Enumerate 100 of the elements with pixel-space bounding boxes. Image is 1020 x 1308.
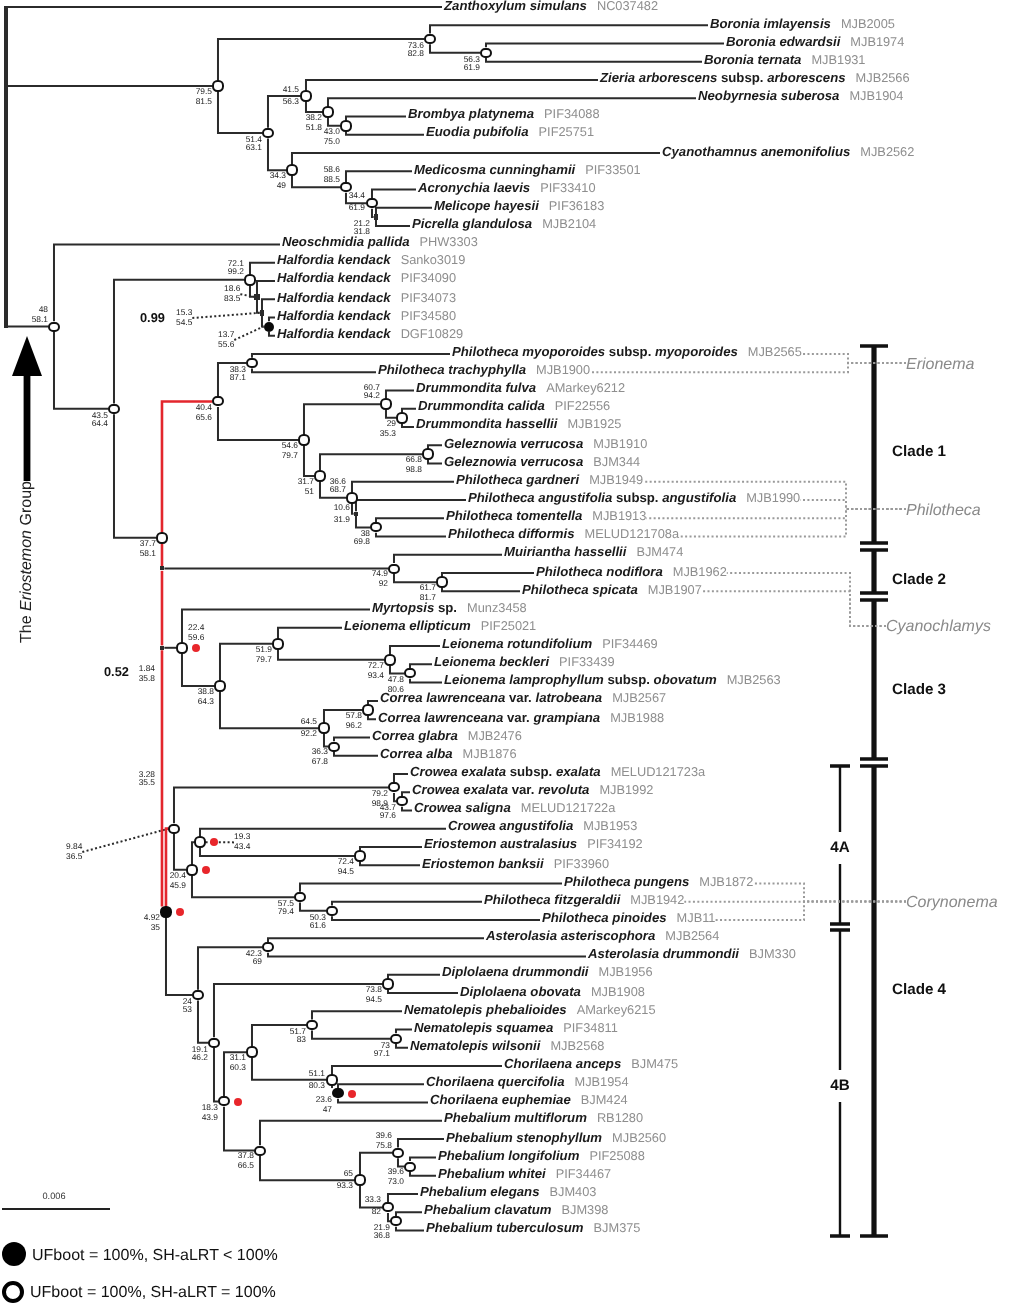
tree-branch <box>223 1051 248 1098</box>
tree-branch <box>251 352 451 359</box>
node-circle <box>362 704 374 716</box>
tree-branch <box>367 699 379 706</box>
tree-branch <box>267 95 302 129</box>
tree-branch <box>251 367 377 374</box>
node-dot <box>332 1088 344 1099</box>
node-circle <box>390 1215 402 1227</box>
tree-branch <box>199 827 447 838</box>
tree-branch <box>351 502 355 515</box>
tree-branch <box>331 1065 503 1076</box>
tree-branch <box>429 43 482 54</box>
tree-branch <box>6 85 214 87</box>
tree-branch <box>331 900 483 907</box>
tree-branch <box>160 543 164 567</box>
tree-branch <box>395 1043 409 1049</box>
tree-branch <box>267 937 485 943</box>
tree-branch <box>359 860 421 867</box>
tree-branch <box>191 841 196 866</box>
tree-branch <box>395 1211 423 1217</box>
node-circle <box>218 1096 230 1107</box>
tree-branch <box>327 116 342 127</box>
node-circle <box>300 90 312 102</box>
tree-branch <box>323 732 330 748</box>
node-circle <box>214 680 226 692</box>
tree-branch <box>311 1010 403 1021</box>
tree-branch <box>303 444 316 477</box>
tree-branch <box>409 677 443 684</box>
tree-branch <box>371 207 375 218</box>
tree-branch <box>181 608 371 644</box>
tree-branch <box>397 1157 406 1168</box>
tree-branch <box>223 1105 256 1152</box>
tree-branch <box>331 915 541 921</box>
tree-branch <box>401 422 415 428</box>
tree-branch <box>359 845 423 852</box>
tree-branch <box>333 750 379 757</box>
tree-branch <box>319 453 424 472</box>
tree-branch <box>303 403 382 436</box>
tree-branch <box>393 572 438 584</box>
tree-branch <box>395 1028 413 1035</box>
node-circle <box>176 642 188 654</box>
tree-branch <box>213 1047 220 1103</box>
tree-branch <box>305 100 324 113</box>
tree-branch <box>251 1056 328 1081</box>
node-circle <box>424 33 436 45</box>
tree-branch <box>113 413 158 539</box>
tree-branch <box>359 1184 384 1209</box>
node-circle <box>262 127 274 139</box>
tree-branch <box>427 444 443 450</box>
tree-branch <box>173 833 188 871</box>
node-circle <box>380 398 392 410</box>
branch-point <box>159 566 165 571</box>
node-circle <box>246 357 258 369</box>
tree-branch <box>163 567 390 570</box>
node-circle <box>366 197 378 209</box>
legend-text: UFboot = 100%, SH-aLRT < 100% <box>32 1245 278 1263</box>
node-circle <box>212 80 224 92</box>
tree-branch <box>389 664 406 675</box>
tree-branch <box>485 57 703 63</box>
node-circle <box>404 1161 416 1172</box>
tree-branch <box>375 517 445 523</box>
node-circle <box>392 1147 404 1159</box>
node-circle <box>382 1202 394 1213</box>
node-circle <box>422 448 434 460</box>
node-circle <box>404 668 416 679</box>
tree-branch <box>359 1151 394 1176</box>
node-dot <box>263 321 275 332</box>
tree-branch <box>164 827 169 907</box>
node-circle <box>212 396 224 407</box>
tree-branch <box>160 650 164 907</box>
tree-branch <box>261 298 276 312</box>
tree-branch <box>375 531 447 538</box>
branch-point <box>373 214 379 220</box>
node-circle <box>396 412 408 424</box>
genus-label: Cyanochlamys <box>886 617 991 635</box>
node-circle <box>346 492 358 504</box>
tree-branch <box>249 261 276 276</box>
arrow <box>12 335 42 482</box>
genus-label: Corynonema <box>906 892 998 911</box>
tree-branch <box>345 130 425 136</box>
tree-branch <box>113 278 246 405</box>
node-circle <box>306 1019 318 1031</box>
tree-branch <box>441 586 521 593</box>
tree-branch <box>393 553 503 565</box>
tree-branch <box>389 645 441 656</box>
branch-point <box>254 294 260 300</box>
genus-label: Philotheca <box>906 500 981 518</box>
branch-point <box>159 645 165 651</box>
node-circle <box>298 434 310 446</box>
node-circle <box>194 836 206 848</box>
node-circle <box>294 891 306 903</box>
tree-branch <box>319 480 348 499</box>
tree-branch <box>409 663 433 670</box>
tree-branch <box>197 946 264 991</box>
tree-branch <box>53 330 110 410</box>
tree-branch <box>160 400 213 533</box>
tree-branch <box>337 1097 429 1104</box>
leader-line <box>678 508 907 538</box>
tree-branch <box>345 115 407 122</box>
node-circle <box>262 941 274 953</box>
